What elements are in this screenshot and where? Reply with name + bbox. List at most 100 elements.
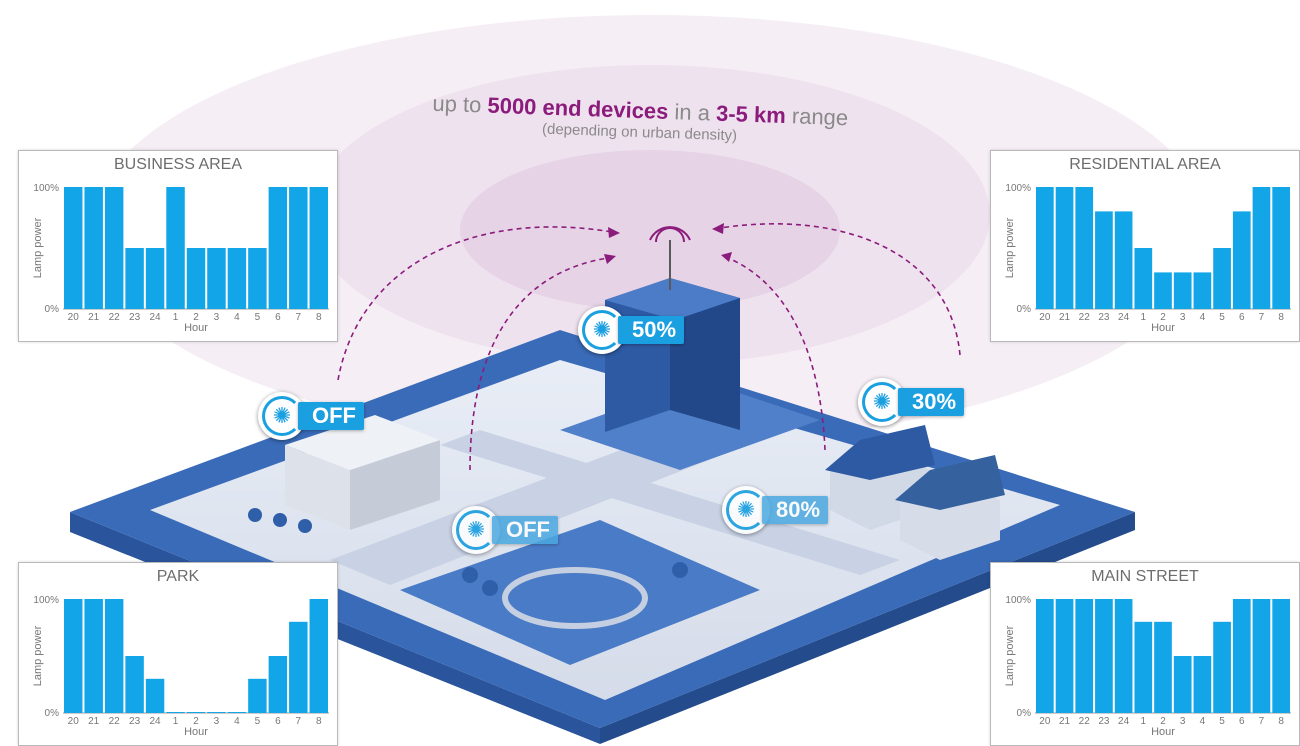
bar (1114, 599, 1133, 713)
tree (273, 513, 287, 527)
bar (145, 678, 165, 713)
bar (309, 599, 328, 713)
x-tick-label: 3 (1180, 312, 1186, 323)
x-tick-label: 22 (1079, 716, 1091, 727)
bar (1173, 656, 1192, 713)
lamp-badge-value: 50% (618, 316, 685, 344)
headline-suffix: range (791, 103, 849, 131)
lot-center (560, 380, 820, 470)
x-tick-label: 8 (1278, 312, 1284, 323)
bar (1055, 187, 1074, 309)
x-axis-label: Hour (184, 322, 208, 334)
x-tick-label: 21 (1059, 716, 1071, 727)
x-axis-label: Hour (1151, 726, 1175, 738)
lamp-badge-value: 30% (898, 388, 965, 416)
y-axis-label: Lamp power (32, 217, 44, 278)
x-tick-label: 23 (129, 312, 141, 323)
bar (166, 187, 185, 309)
x-tick-label: 4 (1200, 312, 1206, 323)
x-tick-label: 3 (214, 716, 220, 727)
bar (84, 187, 103, 309)
x-tick-label: 2 (193, 312, 199, 323)
bar (1075, 187, 1094, 309)
bar (145, 248, 165, 309)
bar (268, 187, 288, 309)
x-tick-label: 23 (129, 716, 141, 727)
headline-middle: in a (674, 99, 711, 126)
x-tick-label: 1 (1141, 312, 1147, 323)
y-tick-label: 0% (1017, 708, 1032, 719)
y-tick-label: 0% (45, 304, 60, 315)
y-axis-label: Lamp power (1004, 217, 1016, 278)
x-tick-label: 5 (255, 312, 261, 323)
bar (1134, 621, 1153, 713)
uplink-arrow-residential (719, 223, 961, 356)
x-tick-label: 24 (1118, 716, 1130, 727)
x-tick-label: 20 (1039, 312, 1051, 323)
x-tick-label: 2 (1160, 312, 1166, 323)
x-tick-label: 8 (1278, 716, 1284, 727)
bar (125, 656, 144, 713)
bar (289, 621, 308, 713)
x-tick-label: 7 (1259, 312, 1265, 323)
x-tick-label: 6 (1239, 312, 1245, 323)
bar (268, 656, 288, 713)
x-tick-label: 6 (275, 312, 281, 323)
x-tick-label: 20 (68, 312, 80, 323)
x-tick-label: 24 (150, 312, 162, 323)
tower-roof (605, 278, 740, 320)
bar (1036, 187, 1054, 309)
y-axis-label: Lamp power (1004, 625, 1016, 686)
bar (1114, 211, 1133, 309)
chart-title: PARK (156, 568, 200, 585)
x-tick-label: 4 (234, 312, 240, 323)
bar (1213, 248, 1231, 309)
x-tick-label: 22 (1079, 312, 1091, 323)
bar (1272, 187, 1290, 309)
lamp-badge-value: 80% (762, 496, 829, 524)
fountain (502, 567, 648, 629)
bar (1232, 599, 1251, 713)
tree (482, 580, 498, 596)
y-tick-label: 0% (1017, 304, 1032, 315)
antenna-waves (649, 226, 691, 243)
tree (462, 567, 478, 583)
x-tick-label: 23 (1098, 716, 1110, 727)
lamp-badge-value: OFF (492, 516, 558, 544)
x-tick-label: 8 (316, 716, 322, 727)
lightbulb-icon: ✺ (578, 306, 626, 354)
bar (84, 599, 103, 713)
y-tick-label: 0% (45, 708, 60, 719)
x-axis-label: Hour (184, 726, 208, 738)
bar (1154, 621, 1172, 713)
street-cross (440, 430, 900, 575)
tree (298, 519, 312, 533)
x-tick-label: 5 (255, 716, 261, 727)
y-tick-label: 100% (1005, 183, 1031, 194)
business-building-front (285, 445, 350, 530)
x-tick-label: 22 (109, 716, 121, 727)
x-tick-label: 2 (1160, 716, 1166, 727)
bar (186, 248, 206, 309)
uplink-arrows (337, 223, 961, 471)
bar (1232, 211, 1251, 309)
bar (1075, 599, 1094, 713)
x-axis-label: Hour (1151, 322, 1175, 334)
x-tick-label: 7 (1259, 716, 1265, 727)
bar (1252, 187, 1271, 309)
bar (227, 712, 247, 713)
bar (1193, 272, 1212, 309)
x-tick-label: 5 (1219, 312, 1225, 323)
y-tick-label: 100% (33, 595, 59, 606)
lightbulb-icon: ✺ (722, 486, 770, 534)
bar (1154, 272, 1172, 309)
tree (672, 562, 688, 578)
x-tick-label: 21 (88, 312, 100, 323)
bar (125, 248, 144, 309)
x-tick-label: 2 (193, 716, 199, 727)
